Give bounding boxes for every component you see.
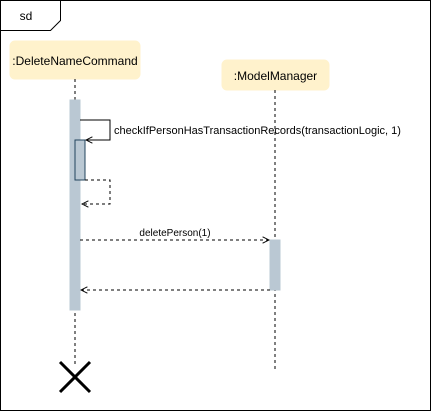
message-label-delete-person: deletePerson(1) bbox=[139, 228, 210, 239]
participant-label: :ModelManager bbox=[234, 69, 317, 83]
frame-tab bbox=[0, 0, 61, 31]
participant-model-manager[interactable]: :ModelManager bbox=[221, 59, 330, 91]
participant-label: :DeleteNameCommand bbox=[12, 54, 137, 68]
frame-label: sd bbox=[20, 9, 33, 23]
message-label-check-transaction-records: checkIfPersonHasTransactionRecords(trans… bbox=[114, 125, 401, 137]
activation-delete-name-command bbox=[69, 99, 81, 311]
participant-delete-name-command[interactable]: :DeleteNameCommand bbox=[9, 40, 141, 80]
activation-nested-self-call bbox=[74, 139, 86, 181]
destroy-x-icon bbox=[58, 360, 92, 394]
message-arrow-self-return bbox=[82, 179, 111, 204]
activation-model-manager bbox=[269, 239, 281, 291]
message-arrow-check-transaction-records bbox=[80, 119, 111, 140]
